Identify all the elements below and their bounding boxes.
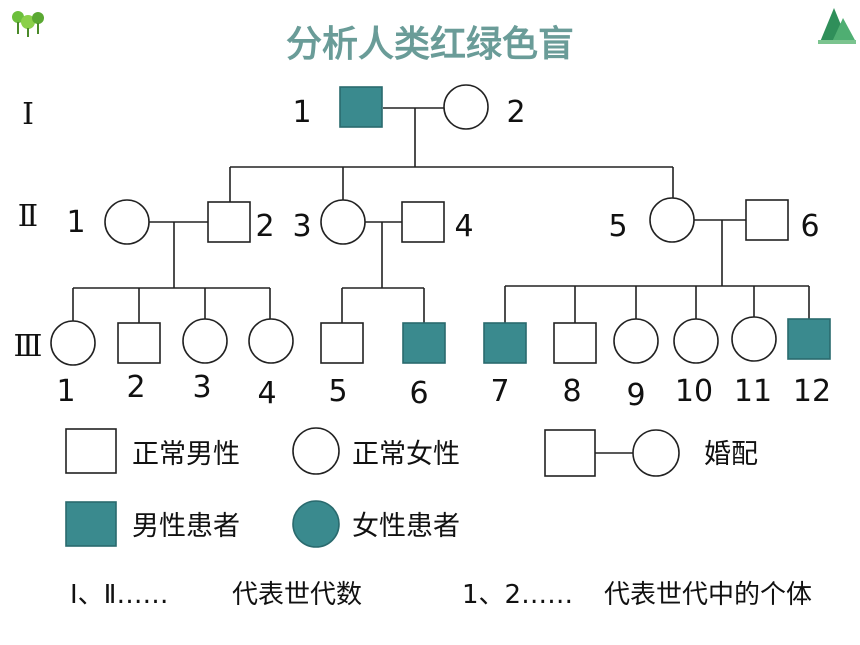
legend-marriage-female-symbol <box>632 429 680 477</box>
legend-normal-male-symbol <box>65 428 117 474</box>
legend-affected-female-label: 女性患者 <box>352 511 460 542</box>
legend-affected-male-label: 男性患者 <box>132 511 240 542</box>
individual-label-genIII-12: 12 <box>793 374 831 409</box>
affected-male-genIII-12 <box>787 318 831 360</box>
individual-label-genI-2: 2 <box>506 95 525 130</box>
individual-label-genIII-3: 3 <box>192 370 211 405</box>
page-title: 分析人类红绿色盲 <box>286 24 574 65</box>
individual-label-genII-3: 3 <box>292 209 311 244</box>
individual-label-genI-1: 1 <box>292 95 311 130</box>
normal-female-genII-3 <box>320 199 366 245</box>
normal-female-genIII-4 <box>248 318 294 364</box>
normal-female-genIII-3 <box>182 318 228 364</box>
affected-male-genIII-6 <box>402 322 446 364</box>
normal-female-genI-2 <box>443 84 489 130</box>
mountain-icon <box>818 8 856 44</box>
individual-label-genII-6: 6 <box>800 209 819 244</box>
normal-male-genIII-8 <box>553 322 597 364</box>
note-individual-meaning: 代表世代中的个体 <box>604 580 812 610</box>
legend-affected-female-symbol <box>292 500 340 548</box>
individual-label-genIII-1: 1 <box>56 374 75 409</box>
individual-label-genIII-5: 5 <box>328 374 347 409</box>
individual-label-genIII-11: 11 <box>734 374 772 409</box>
normal-female-genIII-10 <box>673 318 719 364</box>
legend-normal-female-label: 正常女性 <box>352 439 460 470</box>
individual-label-genIII-7: 7 <box>490 374 509 409</box>
normal-male-genIII-2 <box>117 322 161 364</box>
normal-female-genIII-11 <box>731 316 777 362</box>
pedigree-lines <box>72 107 810 324</box>
normal-female-genII-5 <box>649 197 695 243</box>
normal-male-genII-6 <box>745 199 789 241</box>
affected-male-genI-1 <box>339 86 383 128</box>
legend-marriage-male-symbol <box>544 429 596 477</box>
legend-normal-male-label: 正常男性 <box>132 439 240 470</box>
individual-label-genII-1: 1 <box>66 205 85 240</box>
individual-label-genIII-9: 9 <box>626 378 645 413</box>
legend-normal-female-symbol <box>292 427 340 475</box>
normal-male-genII-2 <box>207 201 251 243</box>
individual-label-genII-4: 4 <box>454 209 473 244</box>
individual-label-genIII-10: 10 <box>675 374 713 409</box>
generation-label-2: Ⅱ <box>18 199 38 234</box>
normal-female-genIII-9 <box>613 318 659 364</box>
individual-label-genIII-2: 2 <box>126 370 145 405</box>
notes: Ⅰ、Ⅱ…… 代表世代数 1、2…… 代表世代中的个体 <box>70 580 812 610</box>
legend: 正常男性 正常女性 婚配 男性患者 女性患者 <box>65 427 758 548</box>
normal-female-genII-1 <box>104 199 150 245</box>
individual-label-genII-2: 2 <box>255 209 274 244</box>
trees-icon <box>12 11 44 37</box>
normal-female-genIII-1 <box>50 320 96 366</box>
generation-label-3: Ⅲ <box>14 329 43 364</box>
individual-label-genIII-4: 4 <box>257 376 276 411</box>
individual-label-genIII-6: 6 <box>409 376 428 411</box>
individual-label-genII-5: 5 <box>608 209 627 244</box>
normal-male-genII-4 <box>401 201 445 243</box>
generation-label-1: Ⅰ <box>22 97 34 132</box>
note-generation-meaning: 代表世代数 <box>232 580 362 610</box>
legend-marriage-label: 婚配 <box>704 439 758 470</box>
note-individual-symbols: 1、2…… <box>462 580 573 610</box>
legend-affected-male-symbol <box>65 501 117 547</box>
individual-label-genIII-8: 8 <box>562 374 581 409</box>
affected-male-genIII-7 <box>483 322 527 364</box>
note-generation-symbols: Ⅰ、Ⅱ…… <box>70 580 168 610</box>
normal-male-genIII-5 <box>320 322 364 364</box>
